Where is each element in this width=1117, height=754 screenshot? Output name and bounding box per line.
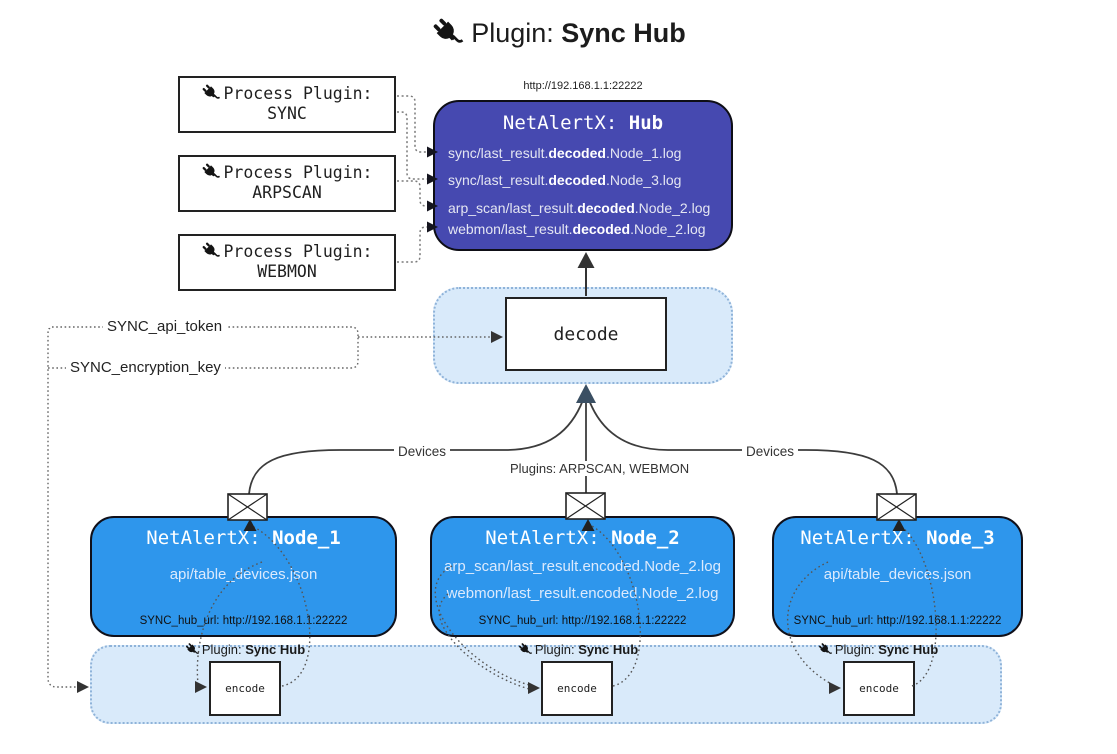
encode-label: encode xyxy=(557,682,597,695)
plug-icon xyxy=(518,642,533,657)
hub-log-entry: arp_scan/last_result.decoded.Node_2.log xyxy=(448,200,711,216)
encode-label: encode xyxy=(859,682,899,695)
encode-label: encode xyxy=(225,682,265,695)
device-flow-curves xyxy=(248,399,898,495)
encoder-label-text: Plugin: Sync Hub xyxy=(834,642,939,657)
encode-panel-input-arrowhead xyxy=(77,681,89,693)
plug-icon xyxy=(818,642,833,657)
process-to-hub-connectors xyxy=(397,95,429,263)
encoder-label-text: Plugin: Sync Hub xyxy=(534,642,639,657)
hub-title-bold: Hub xyxy=(628,112,664,134)
encode-box: encode xyxy=(209,661,281,716)
diagram-title: Plugin: Sync Hub xyxy=(0,16,1117,50)
hub-log-entry: sync/last_result.decoded.Node_1.log xyxy=(448,145,682,161)
hub-title: NetAlertX: Hub xyxy=(435,112,731,134)
decode-box: decode xyxy=(505,297,667,371)
plug-icon xyxy=(185,642,200,657)
node-hub-url: SYNC_hub_url: http://192.168.1.1:22222 xyxy=(139,615,348,627)
process-plugin-name: ARPSCAN xyxy=(252,183,322,202)
title-bold: Sync Hub xyxy=(561,17,686,48)
hub-log-entry: webmon/last_result.decoded.Node_2.log xyxy=(448,221,706,237)
netalertx-node3-box: NetAlertX: Node_3 api/table_devices.json… xyxy=(772,516,1023,637)
node-file: webmon/last_result.encoded.Node_2.log xyxy=(446,585,719,602)
node-file: api/table_devices.json xyxy=(823,566,972,583)
devices-edge-label-left: Devices xyxy=(394,444,451,459)
plug-icon xyxy=(431,16,465,50)
encoder-label: Plugin: Sync Hub xyxy=(185,642,305,657)
node-file: arp_scan/last_result.encoded.Node_2.log xyxy=(444,558,721,575)
encode-box: encode xyxy=(843,661,915,716)
plugins-edge-label: Plugins: ARPSCAN, WEBMON xyxy=(506,461,694,476)
encoder-label: Plugin: Sync Hub xyxy=(818,642,938,657)
hub-title-prefix: NetAlertX: xyxy=(502,112,629,134)
decode-bottom-arrowhead xyxy=(576,384,596,403)
decode-label: decode xyxy=(553,323,619,345)
sync-api-token-label: SYNC_api_token xyxy=(103,318,227,335)
process-plugin-name: WEBMON xyxy=(257,262,317,281)
encoder-label-text: Plugin: Sync Hub xyxy=(201,642,306,657)
decode-to-hub-arrowhead xyxy=(577,252,595,268)
netalertx-node2-box: NetAlertX: Node_2 arp_scan/last_result.e… xyxy=(430,516,735,637)
encode-box: encode xyxy=(541,661,613,716)
hub-log-entry: sync/last_result.decoded.Node_3.log xyxy=(448,172,682,188)
node-title: NetAlertX: Node_1 xyxy=(146,527,341,549)
encoder-label: Plugin: Sync Hub xyxy=(518,642,638,657)
page-title: Plugin: Sync Hub xyxy=(471,18,686,49)
process-plugin-webmon-box: Process Plugin: WEBMON xyxy=(178,234,396,291)
plug-icon xyxy=(201,241,221,261)
process-plugin-name: SYNC xyxy=(267,104,307,123)
sync-encryption-key-label: SYNC_encryption_key xyxy=(66,359,225,376)
node-hub-url: SYNC_hub_url: http://192.168.1.1:22222 xyxy=(793,615,1002,627)
node-title: NetAlertX: Node_2 xyxy=(485,527,680,549)
devices-edge-label-right: Devices xyxy=(742,444,799,459)
node-hub-url: SYNC_hub_url: http://192.168.1.1:22222 xyxy=(478,615,687,627)
hub-url-label: http://192.168.1.1:22222 xyxy=(523,80,643,92)
node-title: NetAlertX: Node_3 xyxy=(800,527,995,549)
plug-icon xyxy=(201,83,221,103)
plug-icon xyxy=(201,162,221,182)
netalertx-hub-box: NetAlertX: Hub sync/last_result.decoded.… xyxy=(433,100,733,251)
node-file: api/table_devices.json xyxy=(169,566,318,583)
process-plugin-label: Process Plugin: xyxy=(223,83,373,103)
process-plugin-arpscan-box: Process Plugin: ARPSCAN xyxy=(178,155,396,212)
title-prefix: Plugin: xyxy=(471,17,562,48)
process-plugin-label: Process Plugin: xyxy=(223,241,373,261)
process-plugin-sync-box: Process Plugin: SYNC xyxy=(178,76,396,133)
process-plugin-label: Process Plugin: xyxy=(223,162,373,182)
netalertx-node1-box: NetAlertX: Node_1 api/table_devices.json… xyxy=(90,516,397,637)
